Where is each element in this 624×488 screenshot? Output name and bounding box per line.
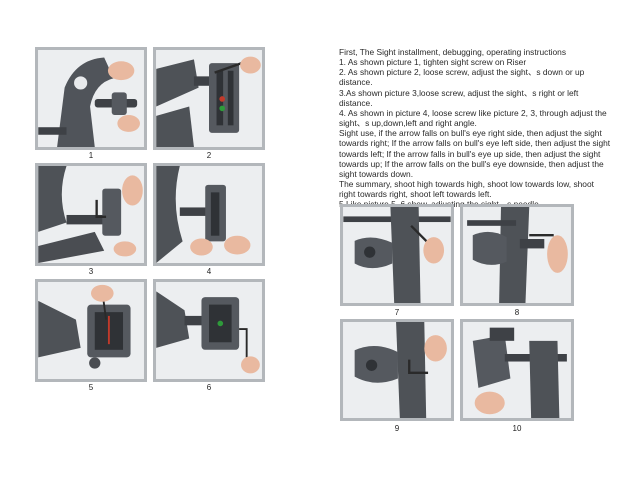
figure-4: 4: [153, 163, 265, 276]
figure-5-caption: 5: [88, 383, 94, 392]
instructions-heading: First, The Sight installment, debugging,…: [339, 47, 567, 57]
sight-angle-adjust-image: [156, 166, 262, 263]
figure-3: 3: [35, 163, 147, 276]
figure-5-photo: [35, 279, 147, 382]
figure-4-caption: 4: [206, 267, 212, 276]
figure-6-photo: [153, 279, 265, 382]
figure-3-caption: 3: [88, 267, 94, 276]
figure-7: 7: [340, 204, 454, 317]
pin-sight-tighten-image: [343, 322, 451, 418]
figure-1-caption: 1: [88, 151, 94, 160]
pin-sight-side-image: [463, 207, 571, 303]
figure-2-photo: [153, 47, 265, 150]
sight-vertical-adjust-image: [156, 50, 262, 147]
figure-10-photo: [460, 319, 574, 421]
riser-sight-mount-image: [38, 50, 144, 147]
instructions-sight-use: Sight use, if the arrow falls on bull's …: [339, 128, 611, 179]
figure-10: 10: [460, 319, 574, 437]
figure-9-photo: [340, 319, 454, 421]
figure-6: 6: [153, 279, 265, 392]
figure-2-caption: 2: [206, 151, 212, 160]
figure-6-caption: 6: [206, 383, 212, 392]
instructions-step-2: 2. As shown picture 2, loose screw, adju…: [339, 67, 585, 88]
sight-needle-adjust-image: [38, 282, 144, 379]
sight-horizontal-adjust-image: [38, 166, 144, 263]
pin-sight-front-image: [343, 207, 451, 303]
figure-10-caption: 10: [512, 424, 522, 433]
figure-8-caption: 8: [514, 308, 520, 317]
figure-3-photo: [35, 163, 147, 266]
figure-9: 9: [340, 319, 454, 437]
figure-1: 1: [35, 47, 147, 160]
figure-8-photo: [460, 204, 574, 306]
figure-7-caption: 7: [394, 308, 400, 317]
figure-4-photo: [153, 163, 265, 266]
figure-7-photo: [340, 204, 454, 306]
sight-needle-side-image: [156, 282, 262, 379]
pin-sight-mounted-image: [463, 322, 571, 418]
instructions-summary: The summary, shoot high towards high, sh…: [339, 179, 594, 200]
figure-2: 2: [153, 47, 265, 160]
figure-5: 5: [35, 279, 147, 392]
figure-9-caption: 9: [394, 424, 400, 433]
figure-8: 8: [460, 204, 574, 317]
instructions-step-1: 1. As shown picture 1, tighten sight scr…: [339, 57, 527, 68]
instructions-step-3: 3.As shown picture 3,loose screw, adjust…: [339, 87, 579, 108]
instructions-text: First, The Sight installment, debugging,…: [339, 47, 611, 210]
figure-1-photo: [35, 47, 147, 150]
instructions-step-4: 4. As shown in picture 4, loose screw li…: [339, 107, 607, 129]
